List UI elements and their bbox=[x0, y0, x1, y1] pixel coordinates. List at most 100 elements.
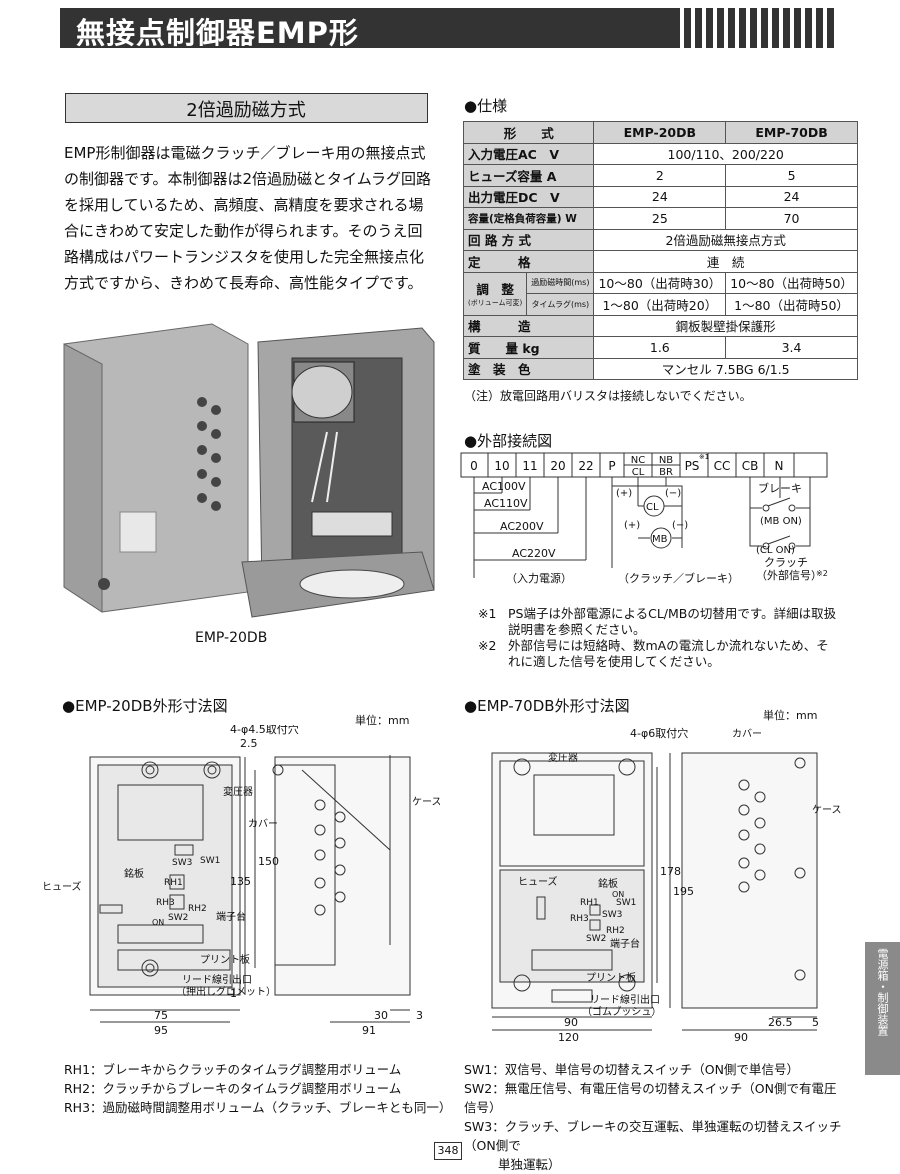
connection-heading: ●外部接続図 bbox=[464, 432, 553, 450]
plus-label: (+) bbox=[616, 488, 632, 499]
dim-label: SW3 bbox=[602, 910, 622, 920]
ext-signal-label: （外部信号） bbox=[756, 568, 822, 582]
spec-label: 定 格 bbox=[462, 250, 595, 273]
ac-label: AC100V bbox=[482, 480, 526, 493]
dim70-drawing: 4-φ6取付穴 変圧器 カバー ケース ヒューズ 銘板 端子台 プリント板 リー… bbox=[491, 726, 842, 1044]
dim-value: 90 bbox=[564, 1016, 578, 1029]
dim-label: プリント板 bbox=[586, 971, 636, 984]
terminal-label: 20 bbox=[550, 459, 565, 473]
terminal-label: CB bbox=[742, 459, 759, 473]
spec-value: 24 bbox=[593, 185, 727, 208]
cl-label: CL bbox=[646, 502, 659, 513]
dim-label: ケース bbox=[412, 796, 440, 808]
side-tab bbox=[865, 942, 900, 1075]
spec-value: 5 bbox=[725, 164, 858, 187]
spec-label: 容量(定格負荷容量) W bbox=[462, 207, 595, 230]
dim-value: 120 bbox=[558, 1031, 579, 1044]
dim-label: （ゴムブッシュ） bbox=[582, 1005, 661, 1018]
adjust-sub: (ボリューム可変) bbox=[468, 299, 523, 307]
header-stripes bbox=[680, 8, 893, 48]
spec-label: 質 量 kg bbox=[462, 336, 595, 359]
mb-on-label: (MB ON) bbox=[760, 516, 802, 527]
spec-value: 70 bbox=[725, 207, 858, 230]
cl-on-label: (CL ON) bbox=[756, 545, 795, 556]
ac-label: AC200V bbox=[500, 520, 544, 533]
dim-label: ケース bbox=[812, 804, 842, 816]
dim-label: 銘板 bbox=[124, 867, 144, 880]
spec-value: 1～80（出荷時50） bbox=[725, 293, 858, 316]
dim-value: 75 bbox=[154, 1009, 168, 1022]
mark2-label: ※2 bbox=[816, 569, 828, 578]
spec-model-1: EMP-20DB bbox=[593, 121, 727, 144]
spec-note: （注）放電回路用バリスタは接続しないでください。 bbox=[464, 389, 752, 403]
dim-label: SW3 bbox=[172, 858, 192, 868]
ac-label: AC220V bbox=[512, 547, 556, 560]
minus-label: (−) bbox=[672, 520, 688, 531]
spec-label: タイムラグ(ms) bbox=[526, 293, 595, 316]
header-bar bbox=[60, 8, 836, 48]
dim-label: RH3 bbox=[570, 914, 589, 924]
page-title: 無接点制御器EMP形 bbox=[76, 16, 359, 50]
legend-item: SW2：無電圧信号、有電圧信号の切替えスイッチ（ON側で有電圧信号） bbox=[464, 1081, 837, 1115]
dim-label: リード線引出口 bbox=[590, 993, 660, 1006]
legend-item: RH3：過励磁時間調整用ボリューム（クラッチ、ブレーキとも同一） bbox=[64, 1100, 452, 1115]
dim-label: ON bbox=[152, 918, 164, 927]
dim-value: 2.5 bbox=[240, 737, 258, 750]
dim-label: 端子台 bbox=[216, 910, 246, 923]
page-number: 348 bbox=[434, 1142, 462, 1160]
dim-value: 150 bbox=[258, 855, 279, 868]
dim20-heading: ●EMP-20DB外形寸法図 bbox=[62, 697, 228, 715]
dim-value: 1 bbox=[230, 987, 237, 1000]
terminal-label: 11 bbox=[522, 459, 537, 473]
legend-item: RH1：ブレーキからクラッチのタイムラグ調整用ボリューム bbox=[64, 1062, 402, 1077]
dim-label: ヒューズ bbox=[42, 880, 82, 893]
spec-label: 回 路 方 式 bbox=[462, 228, 595, 251]
spec-model-2: EMP-70DB bbox=[725, 121, 858, 144]
spec-value: 2倍過励磁無接点方式 bbox=[593, 228, 858, 251]
dim-label: RH2 bbox=[606, 926, 625, 936]
spec-value: 1.6 bbox=[593, 336, 727, 359]
adjust-label: 調 整 bbox=[476, 282, 514, 297]
connection-diagram: 0 10 11 20 22 P NC CL NB BR PS ※1 CC CB … bbox=[460, 452, 828, 585]
spec-value: 3.4 bbox=[725, 336, 858, 359]
spec-value: 連 続 bbox=[593, 250, 858, 273]
dim-value: 91 bbox=[362, 1024, 376, 1037]
dim-label: 4-φ6取付穴 bbox=[630, 726, 688, 740]
clutch-label: クラッチ bbox=[764, 556, 808, 569]
spec-value: 10～80（出荷時30） bbox=[593, 271, 727, 294]
dim-label: SW1 bbox=[616, 898, 636, 908]
spec-label: 出力電圧DC V bbox=[462, 185, 595, 208]
side-tab-label: 電源箱・制御装置 bbox=[876, 948, 889, 1036]
dim-label: RH1 bbox=[580, 898, 599, 908]
input-label: （入力電源） bbox=[506, 571, 572, 585]
legend-sw: SW1：双信号、単信号の切替えスイッチ（ON側で単信号） SW2：無電圧信号、有… bbox=[464, 1060, 844, 1174]
legend-item: RH2：クラッチからブレーキのタイムラグ調整用ボリューム bbox=[64, 1081, 402, 1096]
legend-item: SW1：双信号、単信号の切替えスイッチ（ON側で単信号） bbox=[464, 1062, 799, 1077]
terminal-mark: ※1 bbox=[699, 453, 709, 461]
terminal-label: BR bbox=[659, 467, 673, 478]
dim70-heading: ●EMP-70DB外形寸法図 bbox=[464, 697, 630, 715]
terminal-label: 22 bbox=[578, 459, 593, 473]
terminal-label: P bbox=[608, 459, 615, 473]
dim-value: 195 bbox=[673, 885, 694, 898]
terminal-label: NC bbox=[631, 455, 645, 466]
dim-label: RH3 bbox=[156, 898, 175, 908]
subtitle-box bbox=[65, 93, 428, 123]
dim-label: プリント板 bbox=[200, 953, 250, 966]
dim20-drawing: 4-φ4.5取付穴 変圧器 カバー ケース ヒューズ 銘板 端子台 プリント板 … bbox=[42, 725, 440, 1037]
spec-label: 過励磁時間(ms) bbox=[526, 271, 595, 294]
spec-col-header: 形 式 bbox=[462, 121, 595, 144]
product-photo bbox=[62, 322, 440, 622]
terminal-label: NB bbox=[659, 455, 673, 466]
spec-label: ヒューズ容量 A bbox=[462, 164, 595, 187]
spec-value: 25 bbox=[593, 207, 727, 230]
terminal-label: 10 bbox=[494, 459, 509, 473]
dim-label: カバー bbox=[248, 818, 278, 830]
spec-value: 1～80（出荷時20） bbox=[593, 293, 727, 316]
dim-label: SW2 bbox=[168, 913, 188, 923]
dim-value: 26.5 bbox=[768, 1016, 793, 1029]
ac-label: AC110V bbox=[484, 497, 528, 510]
legend-item: SW3：クラッチ、ブレーキの交互運転、単独運転の切替えスイッチ（ON側で bbox=[464, 1119, 842, 1153]
